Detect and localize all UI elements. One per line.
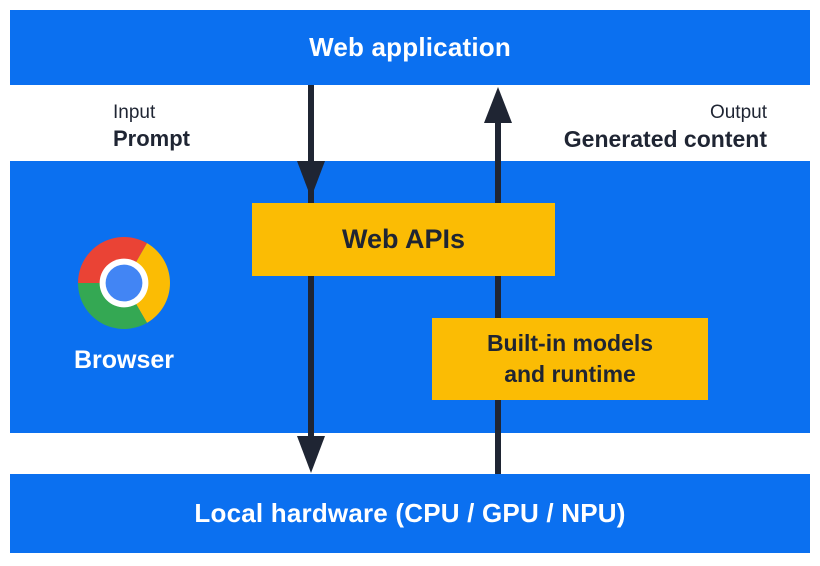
chrome-logo-blue-center xyxy=(105,264,143,302)
output-label-block: Output Generated content xyxy=(564,100,767,152)
chrome-logo-icon xyxy=(78,237,170,329)
input-title: Input xyxy=(113,102,156,123)
arrow-down-icon xyxy=(297,161,325,198)
builtin-models-line2: and runtime xyxy=(504,361,636,387)
arrow-down-icon xyxy=(297,436,325,473)
web-apis-box: Web APIs xyxy=(252,203,555,276)
web-application-bar: Web application xyxy=(10,10,810,85)
web-application-label: Web application xyxy=(309,32,511,62)
input-label-block: Input Prompt xyxy=(113,100,190,152)
web-apis-label: Web APIs xyxy=(341,224,466,254)
output-title: Output xyxy=(709,102,767,123)
local-hardware-bar: Local hardware (CPU / GPU / NPU) xyxy=(10,474,810,553)
builtin-models-line1: Built-in models xyxy=(486,330,654,356)
arrow-up-icon xyxy=(484,87,512,123)
builtin-models-label: Built-in models and runtime xyxy=(487,328,653,390)
browser-label: Browser xyxy=(73,346,175,374)
builtin-models-box: Built-in models and runtime xyxy=(432,318,708,400)
local-hardware-label: Local hardware (CPU / GPU / NPU) xyxy=(194,498,626,528)
output-arrow-up-line xyxy=(495,118,501,474)
input-value: Prompt xyxy=(113,126,190,151)
output-value: Generated content xyxy=(563,126,767,152)
